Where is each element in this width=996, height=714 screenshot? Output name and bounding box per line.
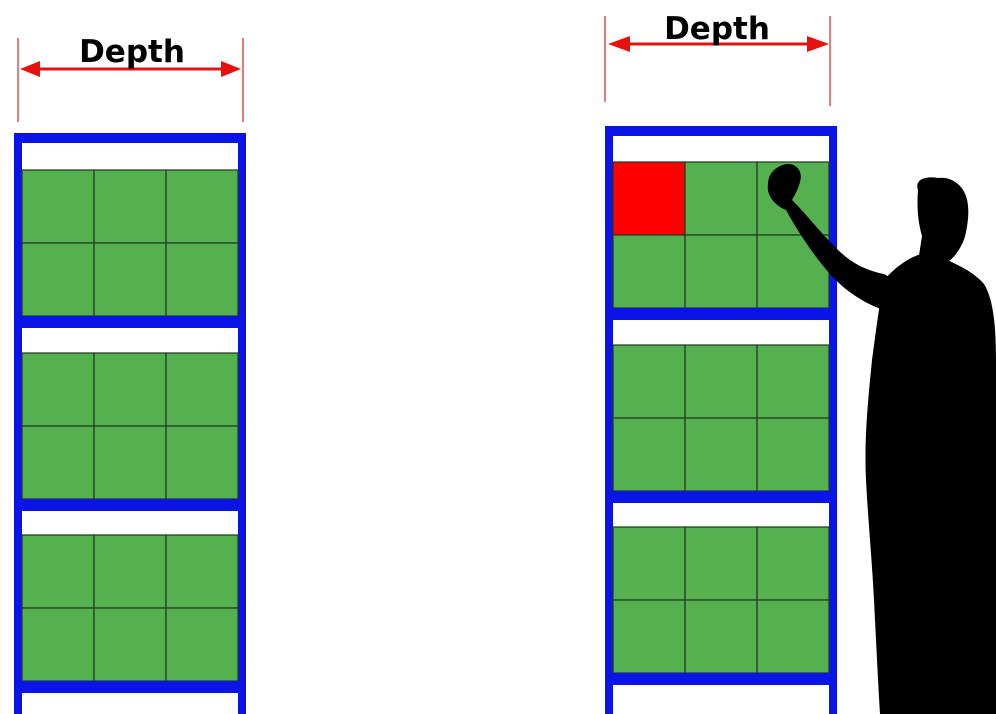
right-upright-left xyxy=(605,126,613,714)
right-bin xyxy=(685,345,757,418)
left-shelf-1 xyxy=(14,170,246,328)
left-bin xyxy=(94,170,166,243)
left-upright-left xyxy=(14,133,22,714)
right-bin xyxy=(757,418,829,491)
left-bin xyxy=(94,243,166,316)
left-shelf-beam xyxy=(14,316,246,328)
left-bin xyxy=(22,243,94,316)
left-bin xyxy=(22,535,94,608)
right-depth-arrowhead-end xyxy=(807,36,829,52)
left-depth-arrowhead-start xyxy=(20,61,40,77)
left-bin xyxy=(166,426,238,499)
person-body xyxy=(865,252,996,714)
left-bin xyxy=(166,243,238,316)
left-bin xyxy=(166,608,238,681)
right-bin xyxy=(613,600,685,673)
right-shelf-beam xyxy=(605,491,837,503)
right-bin xyxy=(685,600,757,673)
right-top-beam xyxy=(605,126,837,136)
right-shelf-1 xyxy=(605,162,837,320)
right-bin xyxy=(685,527,757,600)
right-bin xyxy=(757,345,829,418)
left-shelf-beam xyxy=(14,681,246,693)
left-bin xyxy=(94,535,166,608)
right-depth-arrowhead-start xyxy=(608,36,630,52)
right-bin xyxy=(613,527,685,600)
right-depth-dimension: Depth xyxy=(605,11,830,106)
left-bin xyxy=(94,353,166,426)
right-bin xyxy=(757,527,829,600)
right-depth-label: Depth xyxy=(664,11,770,47)
right-bin xyxy=(613,345,685,418)
left-bin xyxy=(22,170,94,243)
right-rack-diagram: Depth xyxy=(605,11,996,714)
left-depth-label: Depth xyxy=(79,34,185,70)
left-shelf-beam xyxy=(14,499,246,511)
left-shelf-3 xyxy=(14,535,246,693)
right-bin xyxy=(685,235,757,308)
right-shelf-2 xyxy=(605,345,837,503)
left-upright-right xyxy=(238,133,246,714)
left-bin xyxy=(166,170,238,243)
right-upright-right xyxy=(829,126,837,714)
left-depth-arrowhead-end xyxy=(221,61,241,77)
right-shelf-beam xyxy=(605,308,837,320)
left-bin xyxy=(166,353,238,426)
left-bin xyxy=(22,426,94,499)
left-bin xyxy=(94,426,166,499)
left-depth-dimension: Depth xyxy=(18,34,243,122)
left-top-beam xyxy=(14,133,246,143)
right-shelf-3 xyxy=(605,527,837,685)
left-rack-diagram: Depth xyxy=(14,34,246,714)
left-bin xyxy=(94,608,166,681)
right-bin xyxy=(757,600,829,673)
right-bin xyxy=(685,162,757,235)
left-shelf-2 xyxy=(14,353,246,511)
right-bin xyxy=(685,418,757,491)
left-bin xyxy=(22,353,94,426)
right-shelf-beam xyxy=(605,673,837,685)
left-bin xyxy=(22,608,94,681)
left-bin xyxy=(166,535,238,608)
right-bin xyxy=(613,235,685,308)
highlighted-bin xyxy=(613,162,685,235)
right-bin xyxy=(613,418,685,491)
left-rack xyxy=(14,133,246,714)
